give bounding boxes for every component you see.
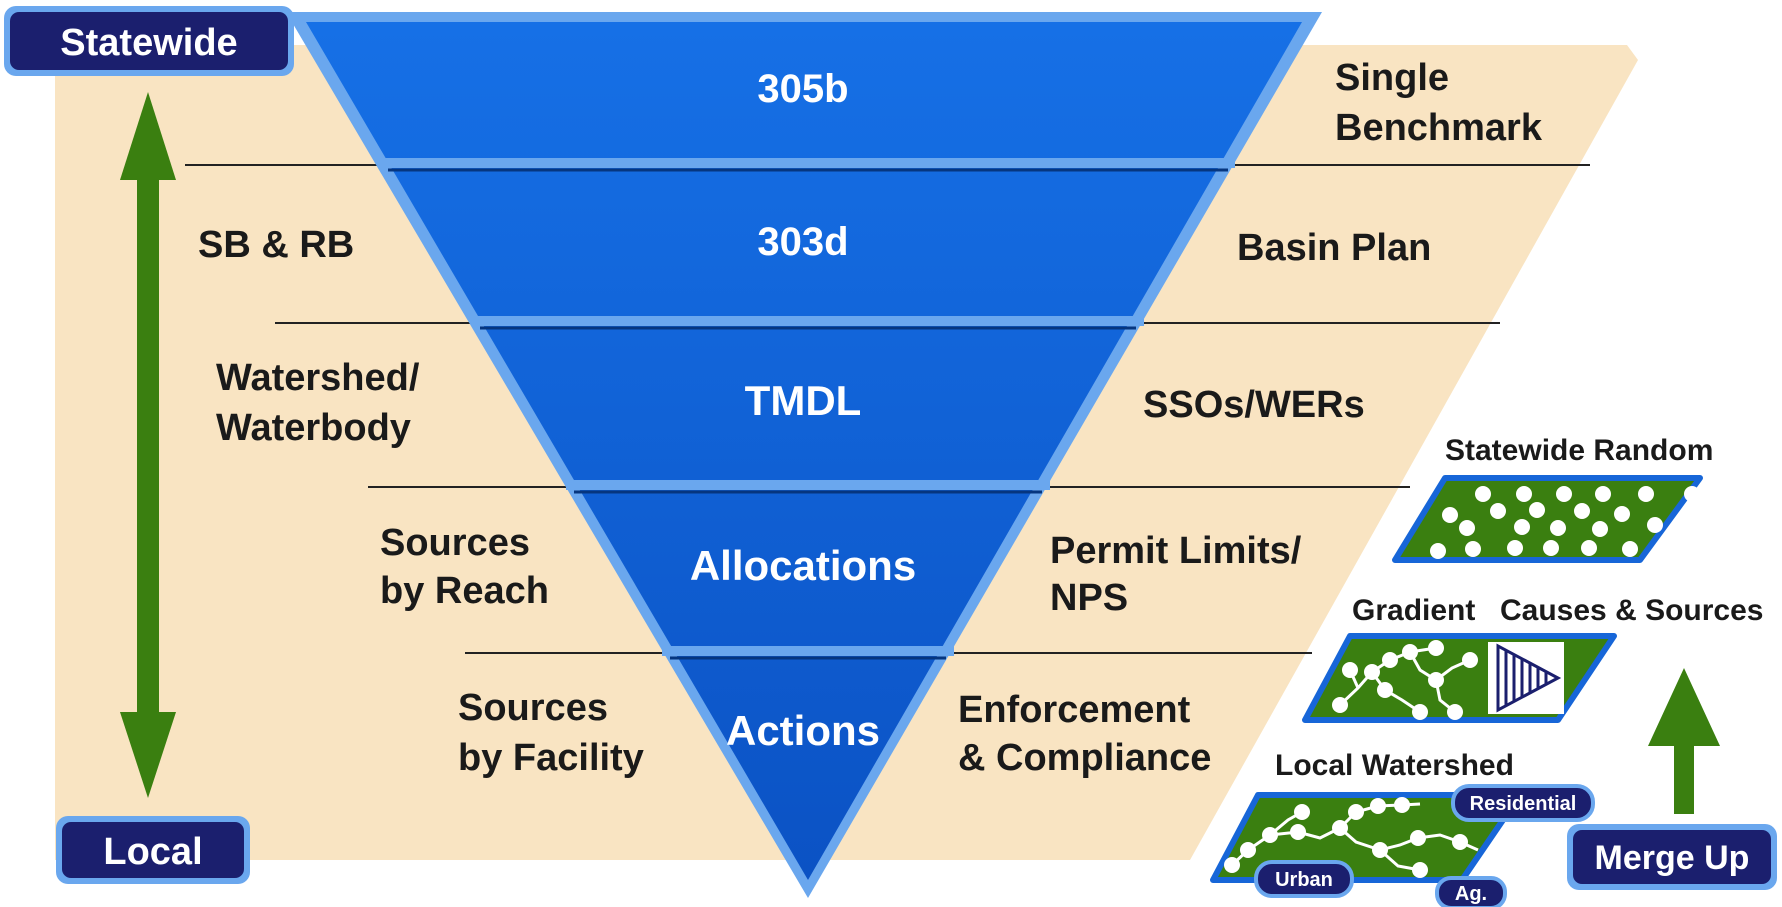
tag-ag: Ag. [1435, 876, 1507, 907]
tag-urban: Urban [1254, 860, 1354, 898]
merge-up-badge: Merge Up [1567, 824, 1777, 890]
local-watershed-panel [1210, 792, 1523, 883]
funnel-label-305b: 305b [757, 67, 848, 111]
right-label-enforcement-line2: & Compliance [958, 737, 1211, 779]
left-label-watershed-line1: Watershed/ [216, 357, 420, 399]
right-label-permit-line2: NPS [1050, 577, 1128, 619]
right-label-permit-line1: Permit Limits/ [1050, 530, 1302, 572]
local-watershed-title: Local Watershed [1275, 749, 1514, 782]
statewide-badge: Statewide [4, 6, 294, 76]
causes-sources-title: Causes & Sources [1500, 594, 1763, 627]
left-label-sb-rb: SB & RB [198, 224, 354, 266]
right-label-benchmark: Benchmark [1335, 107, 1543, 149]
tag-residential: Residential [1451, 784, 1595, 822]
funnel-label-actions: Actions [726, 707, 880, 754]
left-label-reach-line1: Sources [380, 522, 530, 564]
gradient-title: Gradient [1352, 594, 1475, 627]
merge-up-arrow [1648, 668, 1720, 814]
left-label-reach-line2: by Reach [380, 570, 549, 612]
left-label-watershed-line2: Waterbody [216, 407, 411, 449]
right-label-enforcement-line1: Enforcement [958, 689, 1191, 731]
funnel-label-tmdl: TMDL [745, 377, 862, 424]
tag-urban-label: Urban [1275, 869, 1333, 891]
tag-ag-label: Ag. [1455, 883, 1487, 905]
left-label-facility-line1: Sources [458, 687, 608, 729]
merge-up-label: Merge Up [1595, 839, 1750, 877]
statewide-local-arrow [120, 92, 176, 798]
funnel [286, 12, 1322, 898]
funnel-label-303d: 303d [757, 220, 848, 264]
tag-residential-label: Residential [1470, 793, 1577, 815]
statewide-random-title: Statewide Random [1445, 434, 1713, 467]
statewide-random-panel [1392, 475, 1703, 563]
right-label-basin-plan: Basin Plan [1237, 227, 1431, 269]
right-label-ssos-wers: SSOs/WERs [1143, 384, 1365, 426]
statewide-label: Statewide [60, 22, 237, 64]
gradient-panel [1302, 633, 1617, 723]
funnel-label-allocations: Allocations [690, 542, 916, 589]
left-label-facility-line2: by Facility [458, 737, 644, 779]
local-label: Local [103, 831, 202, 873]
right-label-single: Single [1335, 57, 1449, 99]
local-badge: Local [56, 816, 250, 884]
